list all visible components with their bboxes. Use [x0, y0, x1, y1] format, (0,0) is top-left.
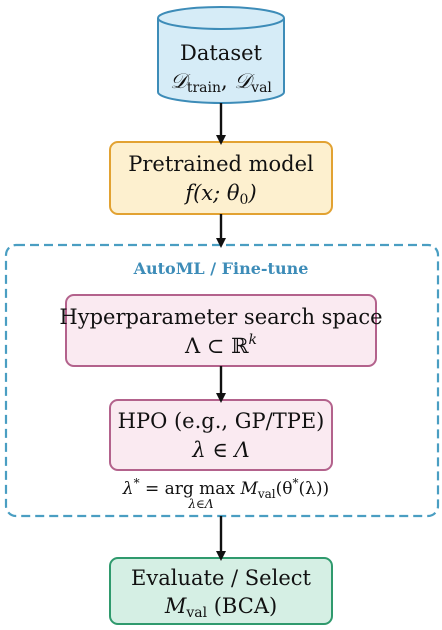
hpo-label: HPO (e.g., GP/TPE): [118, 409, 325, 433]
search-space-node: Hyperparameter search space Λ ⊂ ℝk: [59, 294, 383, 367]
pretrained-model-node: Pretrained model f(x; θ0): [109, 141, 333, 215]
argmax-formula: λ* = arg max Mval(θ*(λ)) λ∈Λ: [122, 476, 329, 511]
dataset-math: 𝒟train, 𝒟val: [170, 69, 272, 96]
automl-group-title: AutoML / Fine-tune: [133, 259, 309, 278]
evaluate-math: Mval (BCA): [164, 594, 277, 621]
pretrained-model-math: f(x; θ0): [183, 181, 256, 208]
search-space-label: Hyperparameter search space: [59, 305, 382, 329]
evaluate-node: Evaluate / Select Mval (BCA): [109, 557, 333, 625]
dataset-cylinder-top: [157, 6, 285, 30]
search-space-math: Λ ⊂ ℝk: [184, 332, 257, 358]
argmax-formula-main: λ* = arg max Mval(θ*(λ)): [122, 476, 329, 501]
evaluate-label: Evaluate / Select: [131, 566, 311, 590]
pretrained-model-label: Pretrained model: [128, 152, 314, 176]
dataset-label: Dataset: [180, 41, 263, 65]
dataset-node: Dataset 𝒟train, 𝒟val: [157, 6, 285, 104]
argmax-formula-subscript: λ∈Λ: [187, 497, 213, 511]
hpo-node: HPO (e.g., GP/TPE) λ ∈ Λ: [109, 399, 333, 471]
hpo-math: λ ∈ Λ: [191, 438, 249, 462]
